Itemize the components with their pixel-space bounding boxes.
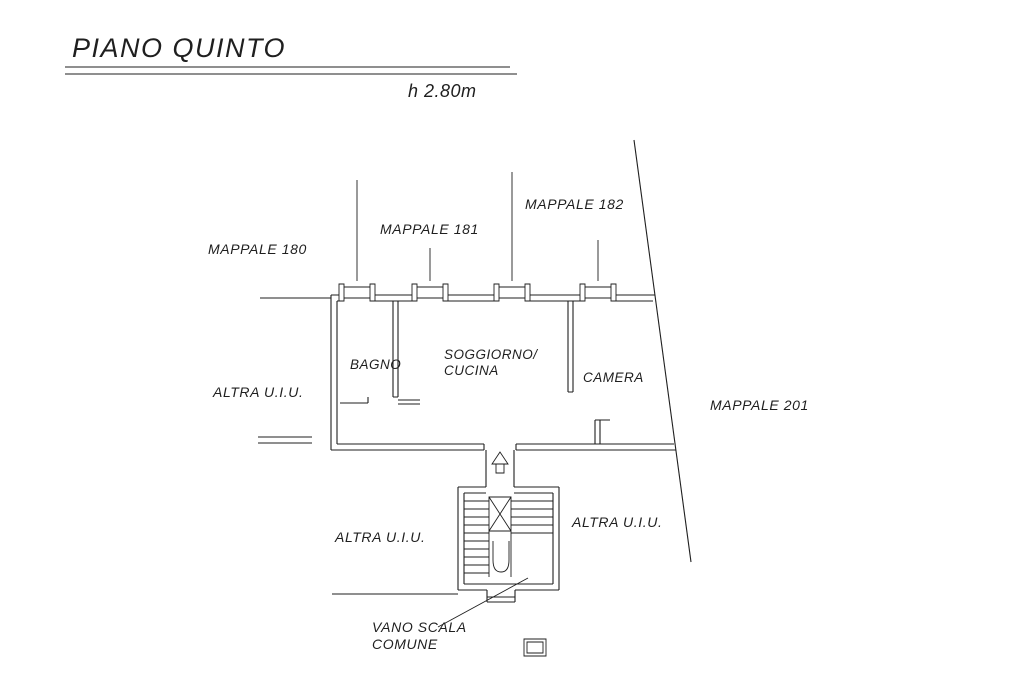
entrance-arrow-head (491, 451, 509, 465)
entrance-arrow-stem (495, 464, 505, 474)
stair-treads-left (464, 500, 489, 574)
parcel-labels: MAPPALE 180 MAPPALE 181 MAPPALE 182 MAPP… (208, 196, 809, 413)
parcel-boundary-diagonal (633, 139, 692, 563)
plan-title: PIANO QUINTO (72, 33, 286, 63)
stairwell-landing-protrusion (486, 590, 516, 603)
apartment-interior-walls (340, 301, 610, 444)
window-mask (494, 281, 530, 302)
window-mask (412, 281, 448, 302)
parcel-label-mappale-201: MAPPALE 201 (710, 397, 809, 413)
stairwell-label-line1: VANO SCALA (372, 619, 467, 635)
parcel-label-mappale-180: MAPPALE 180 (208, 241, 307, 257)
title-underline (65, 66, 517, 75)
parcel-leader-lines (356, 172, 599, 284)
other-unit-label-bottom-right: ALTRA U.I.U. (571, 514, 662, 530)
room-label-camera: CAMERA (583, 370, 644, 385)
window-glyphs (338, 283, 617, 302)
window-mask (339, 281, 375, 302)
ceiling-height-label: h 2.80m (408, 81, 477, 101)
room-label-soggiorno-line2: CUCINA (444, 363, 499, 378)
parcel-label-mappale-182: MAPPALE 182 (525, 196, 624, 212)
room-labels: BAGNO SOGGIORNO/ CUCINA CAMERA (350, 347, 644, 385)
stair-well-stringers (488, 531, 512, 577)
parcel-label-mappale-181: MAPPALE 181 (380, 221, 479, 237)
stairwell-connector-walls (485, 450, 515, 487)
stair-core-cross-box (488, 496, 512, 532)
window-symbols (338, 281, 617, 302)
title-block: PIANO QUINTO h 2.80m (65, 33, 517, 101)
room-label-soggiorno-line1: SOGGIORNO/ (444, 347, 538, 362)
stair-treads-right (511, 500, 553, 534)
stair-handrail-u (492, 541, 510, 573)
stairwell-walls (457, 486, 560, 591)
room-label-bagno: BAGNO (350, 357, 401, 372)
other-unit-label-bottom-left: ALTRA U.I.U. (334, 529, 425, 545)
stairwell (457, 450, 560, 603)
entrance-arrow-icon (491, 451, 509, 474)
stairwell-label-leader-line (437, 577, 529, 628)
other-unit-label-left: ALTRA U.I.U. (212, 384, 303, 400)
window-mask (580, 281, 616, 302)
stairwell-label-group: VANO SCALA COMUNE (372, 577, 529, 652)
column-block (523, 638, 547, 657)
other-unit-labels: ALTRA U.I.U. ALTRA U.I.U. ALTRA U.I.U. (212, 384, 662, 545)
stairwell-label-line2: COMUNE (372, 636, 438, 652)
